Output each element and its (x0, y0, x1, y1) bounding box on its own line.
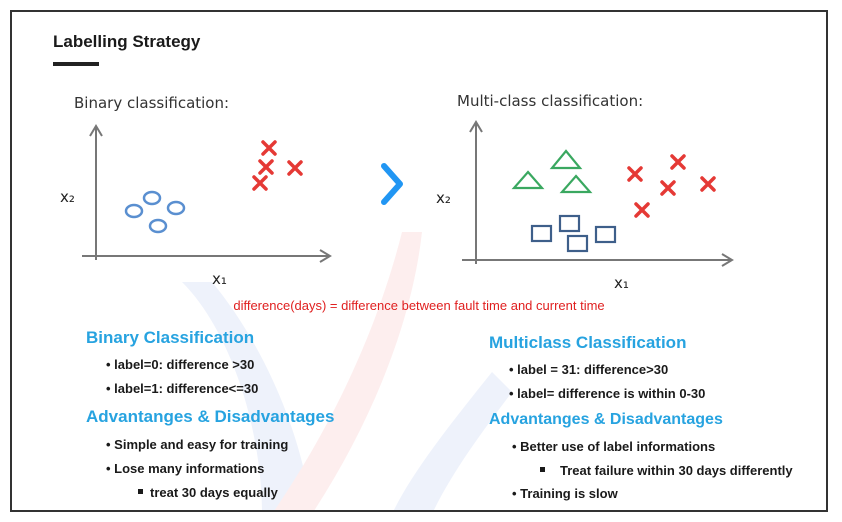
multiclass-adv-subitem-text: Treat failure within 30 days differently (560, 463, 793, 478)
binary-y-axis-label: x₂ (60, 188, 75, 206)
binary-classification-heading: Binary Classification (86, 328, 255, 347)
multiclass-adv-item-2: • Training is slow (512, 486, 618, 501)
multiclass-label-range: • label= difference is within 0-30 (509, 386, 706, 401)
multiclass-adv-subitem: Treat failure within 30 days differently (540, 463, 793, 478)
binary-classification-diagram: Binary classification: x₂ x₁ (60, 94, 332, 288)
multiclass-classification-heading: Multiclass Classification (489, 333, 687, 352)
multiclass-caption: Multi-class classification: (457, 92, 643, 110)
title-underline (53, 62, 99, 66)
binary-adv-subitem-text: treat 30 days equally (150, 485, 278, 500)
page-title: Labelling Strategy (53, 32, 201, 51)
square-bullet-icon (138, 489, 143, 495)
multiclass-x-axis-label: x₁ (614, 274, 629, 292)
binary-adv-subitem: treat 30 days equally (138, 485, 278, 500)
binary-adv-heading: Advantanges & Disadvantages (86, 407, 335, 426)
multiclass-squares (530, 214, 617, 253)
binary-adv-item-1: • Simple and easy for training (106, 437, 289, 452)
chevron-right-icon (381, 163, 403, 205)
binary-label-1: • label=1: difference<=30 (106, 381, 259, 396)
slide-frame: Labelling Strategy Binary classification… (10, 10, 828, 512)
square-bullet-icon (540, 467, 545, 473)
binary-circles (124, 190, 186, 234)
multiclass-triangles (511, 149, 593, 194)
multiclass-classification-diagram: Multi-class classification: x₂ x₁ (436, 92, 734, 292)
binary-caption: Binary classification: (74, 94, 229, 112)
multiclass-adv-heading: Advantanges & Disadvantages (489, 411, 723, 428)
binary-adv-item-2: • Lose many informations (106, 461, 265, 476)
difference-definition-note: difference(days) = difference between fa… (233, 298, 605, 313)
binary-x-axis-label: x₁ (212, 270, 227, 288)
multiclass-label-31: • label = 31: difference>30 (509, 362, 669, 377)
watermark-logo (182, 232, 512, 510)
multiclass-crosses (627, 154, 716, 218)
multiclass-y-axis-label: x₂ (436, 189, 451, 207)
multiclass-adv-item-1: • Better use of label informations (512, 439, 716, 454)
binary-crosses (252, 140, 303, 191)
binary-label-0: • label=0: difference >30 (106, 357, 255, 372)
